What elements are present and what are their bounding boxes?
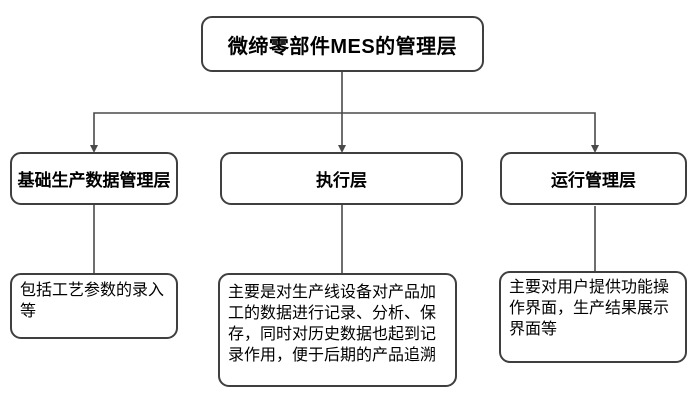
branch-node-basic-production-data: 基础生产数据管理层 [10,152,178,205]
branch-node-execution-layer: 执行层 [220,152,463,205]
root-node-management-layer: 微缔零部件MES的管理层 [201,16,484,72]
root-node-label: 微缔零部件MES的管理层 [227,35,458,58]
description-node-basic-production-data: 包括工艺参数的录入等 [10,273,178,339]
branch-node-label: 执行层 [316,171,367,190]
description-text: 包括工艺参数的录入等 [20,282,165,320]
description-text: 主要对用户提供功能操作界面，生产结果展示界面等 [509,279,670,338]
description-node-execution-layer: 主要是对生产线设备对产品加工的数据进行记录、分析、保存，同时对历史数据也起到记录… [218,273,457,387]
branch-node-operation-management: 运行管理层 [500,152,687,205]
description-node-operation-management: 主要对用户提供功能操作界面，生产结果展示界面等 [499,271,687,363]
branch-node-label: 基础生产数据管理层 [17,171,171,190]
branch-node-label: 运行管理层 [551,171,636,190]
connector-distribution-bar [93,112,596,146]
description-text: 主要是对生产线设备对产品加工的数据进行记录、分析、保存，同时对历史数据也起到记录… [228,284,437,364]
